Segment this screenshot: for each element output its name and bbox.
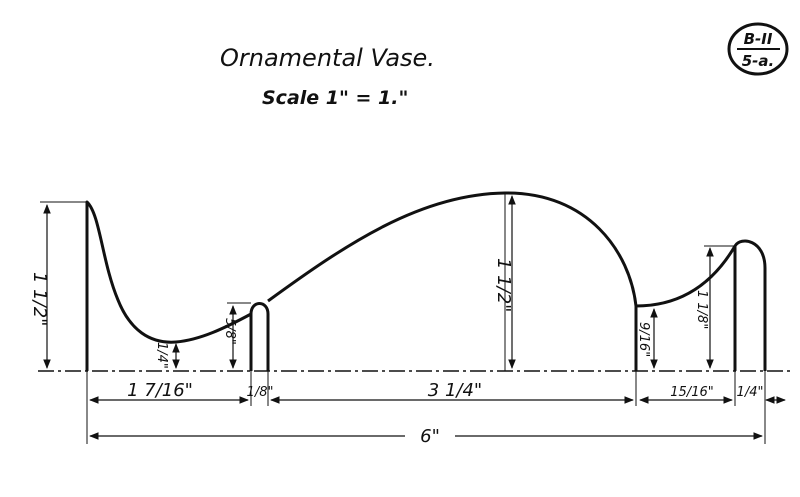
dim-overall-width: 6" <box>420 426 440 447</box>
extension-lines <box>40 193 766 444</box>
sheet-id-bottom: 5-a. <box>742 52 774 70</box>
drawing-title: Ornamental Vase. <box>220 44 435 72</box>
dim-right-bowl: 1 1/8" <box>694 290 709 329</box>
dim-crown: 1 1/2" <box>493 258 514 312</box>
sheet-id-badge: B-II 5-a. <box>727 22 789 76</box>
dim-seg-4: 15/16" <box>670 385 713 400</box>
dim-seg-1: 1 7/16" <box>127 380 193 401</box>
dim-overall-gap <box>405 422 455 448</box>
scale-label: Scale 1" = 1." <box>262 87 408 109</box>
dim-bead: 5/8" <box>222 318 237 345</box>
dim-right-step: 9/16" <box>636 322 651 357</box>
dim-dip: 1/4" <box>154 342 169 369</box>
dim-seg-3: 3 1/4" <box>428 380 482 401</box>
vase-profile <box>85 191 767 371</box>
dim-seg-5: 1/4" <box>737 385 764 400</box>
dim-left-height: 1 1/2" <box>29 272 50 326</box>
dim-seg-2: 1/8" <box>247 385 274 400</box>
sheet-id-top: B-II <box>744 30 773 48</box>
